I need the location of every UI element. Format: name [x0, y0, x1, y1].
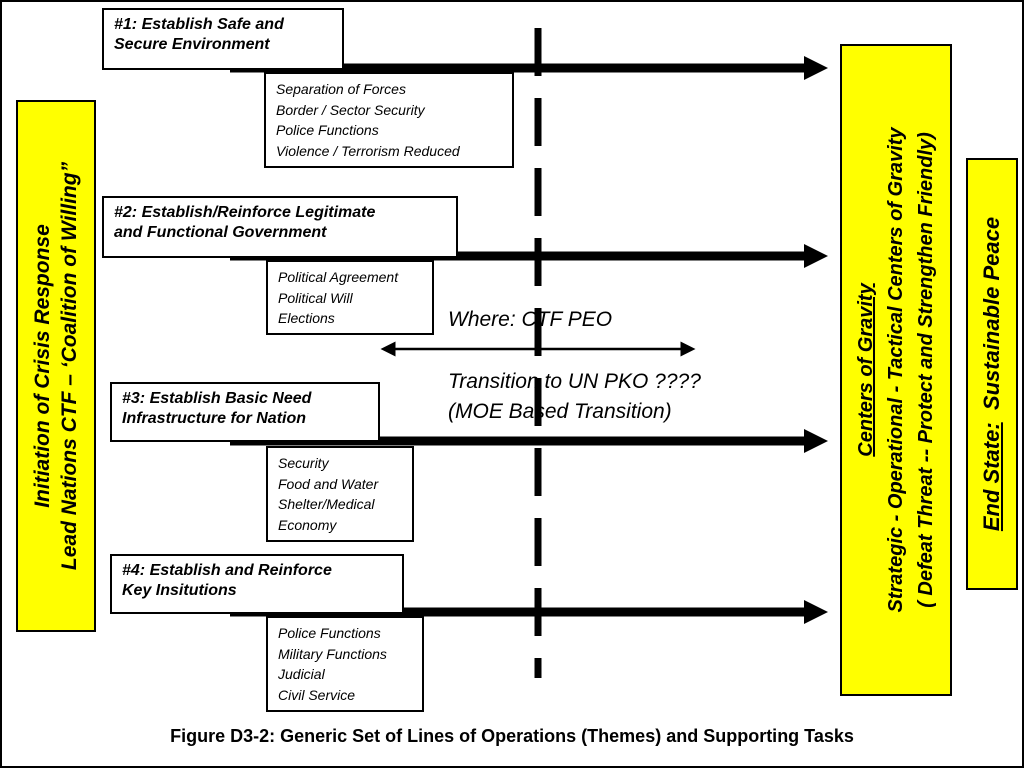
- task-item: Political Agreement: [278, 269, 399, 285]
- loe-box-3: #3: Establish Basic Need Infrastructure …: [110, 382, 380, 442]
- cog-title: Centers of Gravity: [855, 283, 877, 457]
- tasks-box-3: Security Food and Water Shelter/Medical …: [266, 446, 414, 542]
- task-item: Political Will: [278, 289, 353, 306]
- end-state-label: End State:: [979, 422, 1004, 532]
- task-item: Violence / Terrorism Reduced: [276, 142, 460, 159]
- cog-line3: ( Defeat Threat -- Protect and Strengthe…: [915, 132, 937, 608]
- transition-line2: (MOE Based Transition): [448, 400, 672, 423]
- task-item: Shelter/Medical: [278, 496, 375, 512]
- task-item: Food and Water: [278, 475, 379, 492]
- task-item: Economy: [278, 516, 337, 533]
- initiation-line1: Initiation of Crisis Response: [31, 224, 54, 508]
- loe-box-1: #1: Establish Safe and Secure Environmen…: [102, 8, 344, 70]
- tasks-box-1: Separation of Forces Border / Sector Sec…: [264, 72, 514, 168]
- task-item: Civil Service: [278, 686, 356, 703]
- centers-of-gravity-banner: Centers of Gravity Strategic - Operation…: [840, 44, 952, 696]
- end-state-banner: End State: Sustainable Peace: [966, 158, 1018, 590]
- initiation-line2: Lead Nations CTF – ‘Coalition of Willing…: [58, 161, 81, 571]
- loe-1-line2: Secure Environment: [114, 36, 270, 53]
- task-item: Security: [278, 455, 329, 471]
- end-state-value: Sustainable Peace: [979, 216, 1004, 423]
- task-item: Military Functions: [278, 645, 387, 662]
- transition-where: Where: CTF PEO: [448, 308, 613, 331]
- task-item: Border / Sector Security: [276, 101, 425, 118]
- task-item: Elections: [278, 310, 335, 326]
- transition-line1: Transition to UN PKO ????: [448, 370, 701, 393]
- tasks-box-4: Police Functions Military Functions Judi…: [266, 616, 424, 712]
- figure-caption: Figure D3-2: Generic Set of Lines of Ope…: [170, 726, 854, 746]
- loe-3-line1: #3: Establish Basic Need: [122, 390, 312, 407]
- loe-4-line2: Key Insitutions: [122, 582, 237, 599]
- loe-2-line1: #2: Establish/Reinforce Legitimate: [114, 204, 376, 221]
- loe-box-2: #2: Establish/Reinforce Legitimate and F…: [102, 196, 458, 258]
- loe-1-line1: #1: Establish Safe and: [114, 16, 284, 33]
- cog-line2: Strategic - Operational - Tactical Cente…: [885, 127, 907, 613]
- task-item: Police Functions: [278, 625, 381, 641]
- tasks-box-2: Political Agreement Political Will Elect…: [266, 260, 434, 335]
- loe-2-line2: and Functional Government: [114, 224, 327, 241]
- task-item: Separation of Forces: [276, 81, 406, 97]
- task-item: Judicial: [278, 666, 325, 682]
- loe-3-line2: Infrastructure for Nation: [122, 410, 307, 427]
- initiation-banner: Initiation of Crisis Response Lead Natio…: [16, 100, 96, 632]
- loe-4-line1: #4: Establish and Reinforce: [122, 562, 332, 579]
- task-item: Police Functions: [276, 122, 379, 138]
- loe-box-4: #4: Establish and Reinforce Key Insituti…: [110, 554, 404, 614]
